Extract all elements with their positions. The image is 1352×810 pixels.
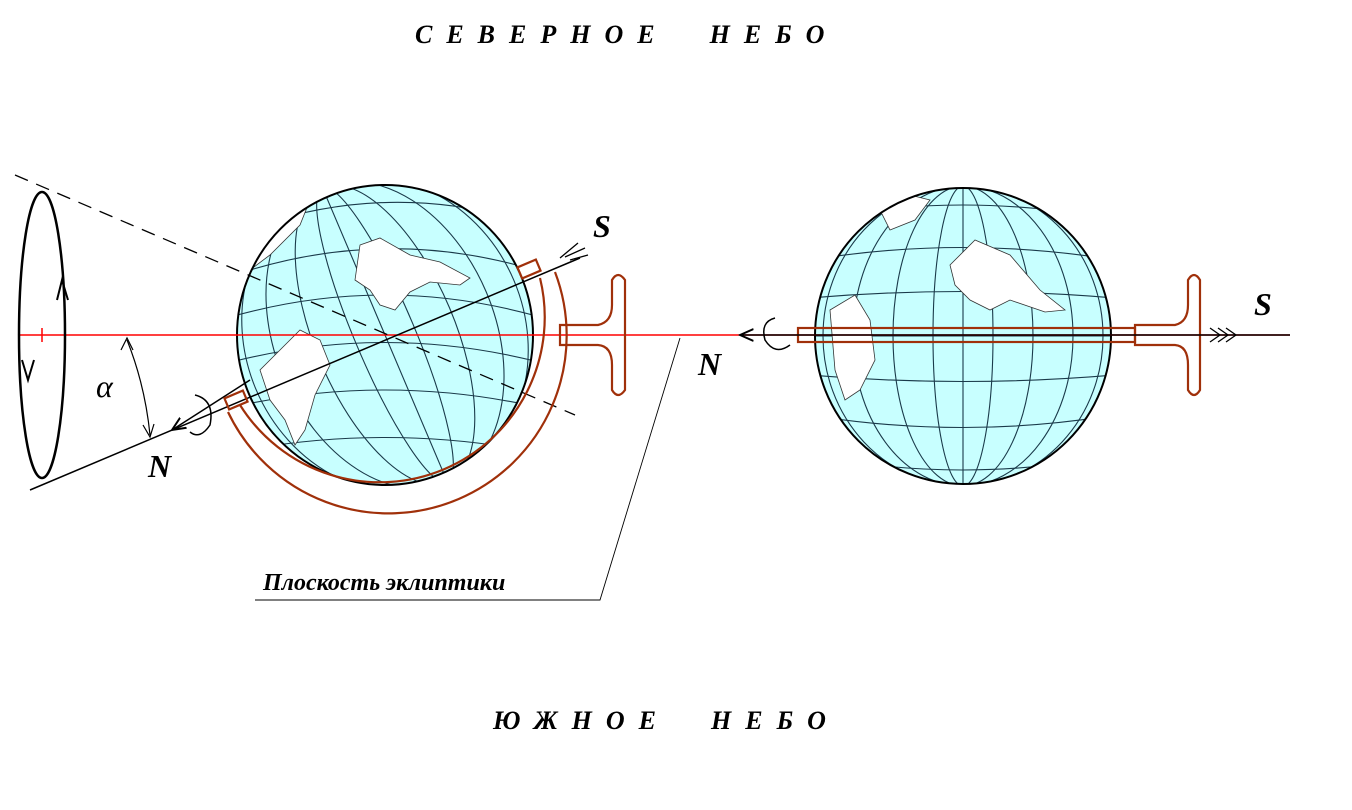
left-globe-stand [223,258,627,515]
arrow-down-icon [21,359,35,384]
continents [829,194,1067,401]
south-pole-label-left: S [593,208,611,244]
ecliptic-plane-label: Плоскость эклиптики [263,570,506,596]
rotation-arrow-icon [763,317,791,351]
north-pole-label-left: N [148,448,172,484]
ecliptic-leader-line [255,337,681,601]
north-pole-label-right: N [698,346,722,382]
south-pole-label-right: S [1254,286,1272,322]
arrow-up-icon [56,276,69,301]
south-sky-title: ЮЖНОЕ НЕБО [493,706,840,735]
north-arrow-left [172,379,251,430]
initial-axis-dashed [14,174,576,416]
earth-axis-left [29,257,581,491]
rotation-arrow-icon [189,394,212,436]
north-sky-title: СЕВЕРНОЕ НЕБО [415,20,839,49]
alpha-label: α [96,368,113,404]
south-feather-right [1209,327,1238,343]
south-feather-left [559,242,589,261]
precession-circle [17,190,67,480]
alpha-angle-arc [126,339,151,436]
right-globe [814,187,1112,485]
